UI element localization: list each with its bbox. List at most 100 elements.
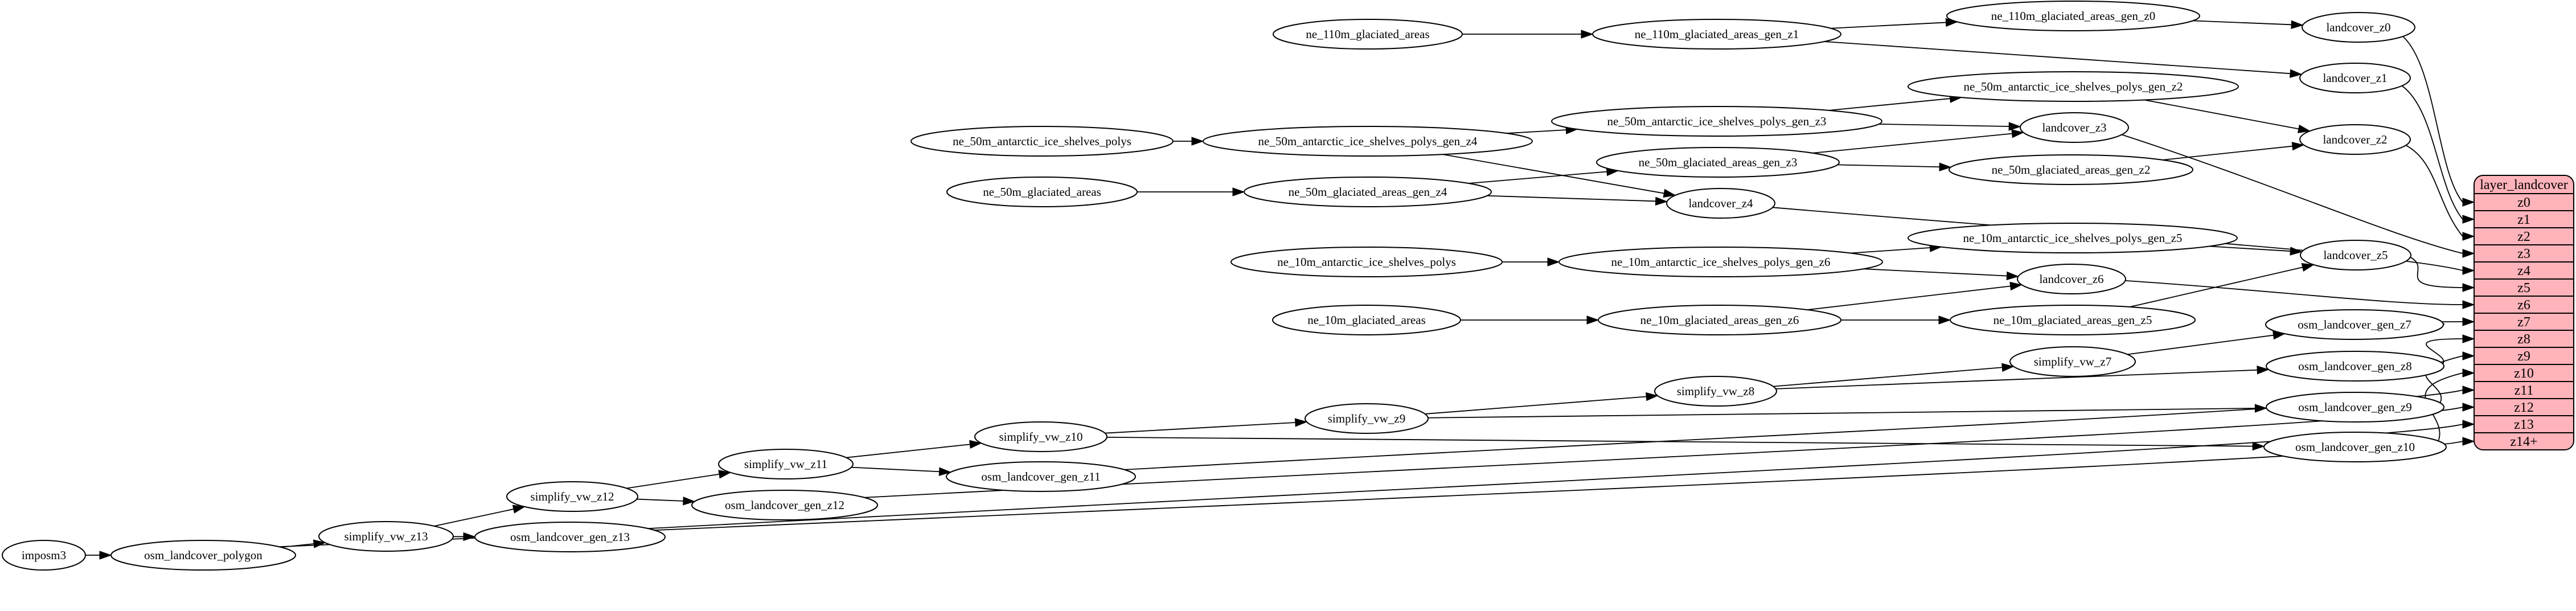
table-row-z12: z12	[2514, 400, 2534, 415]
node-ellipse-osm_landcover_gen_z8	[2266, 351, 2444, 382]
node-label-osm_landcover_gen_z11: osm_landcover_gen_z11	[981, 470, 1100, 483]
node-label-landcover_z3: landcover_z3	[2042, 121, 2106, 134]
edge-osm_landcover_gen_z8-to-layer-z8	[2426, 334, 2475, 364]
node-label-osm_landcover_gen_z13: osm_landcover_gen_z13	[510, 530, 630, 544]
edge-line	[1487, 195, 1656, 202]
node-osm_landcover_gen_z9: osm_landcover_gen_z9	[2266, 392, 2444, 423]
node-ellipse-ne_50m_antarctic_ice_shelves_polys	[910, 126, 1174, 157]
edge-line	[1812, 133, 2012, 154]
edge-ne_110m_glaciated_areas_gen_z1-to-ne_110m_glaciated_areas_gen_z0	[1831, 18, 1959, 29]
edge-line	[1878, 124, 2009, 127]
edge-simplify_vw_z10-to-simplify_vw_z9	[1105, 418, 1308, 434]
arrowhead	[2009, 281, 2023, 291]
node-landcover_z3: landcover_z3	[2020, 112, 2129, 143]
arrowhead	[2252, 441, 2265, 451]
arrowhead	[1547, 257, 1560, 266]
node-label-simplify_vw_z10: simplify_vw_z10	[999, 430, 1083, 444]
node-landcover_z6: landcover_z6	[2017, 264, 2126, 294]
node-simplify_vw_z7: simplify_vw_z7	[2009, 346, 2136, 377]
arrowhead	[2291, 142, 2305, 151]
node-landcover_z0: landcover_z0	[2302, 12, 2415, 43]
edge-line	[1428, 408, 2255, 419]
edge-simplify_vw_z12-to-osm_landcover_gen_z12	[637, 497, 696, 506]
node-ellipse-ne_110m_glaciated_areas	[1273, 19, 1463, 50]
node-ellipse-landcover_z2	[2299, 124, 2411, 155]
node-ellipse-ne_50m_glaciated_areas_gen_z3	[1596, 147, 1840, 178]
edge-line	[1863, 268, 2007, 277]
node-simplify_vw_z13: simplify_vw_z13	[318, 521, 454, 552]
node-ellipse-simplify_vw_z13	[318, 521, 454, 552]
node-ellipse-simplify_vw_z11	[718, 449, 854, 479]
edge-landcover_z2-to-layer-z2	[2405, 145, 2475, 241]
edge-ne_50m_glaciated_areas_gen_z3-to-landcover_z3	[1812, 129, 2025, 154]
edge-line	[2402, 36, 2463, 203]
arrowhead	[2290, 247, 2303, 256]
table-row-z7: z7	[2517, 315, 2530, 330]
edge-simplify_vw_z8-to-simplify_vw_z7	[1773, 363, 2015, 387]
node-ellipse-landcover_z0	[2302, 12, 2415, 43]
edge-line	[1837, 164, 1940, 168]
edge-line	[626, 473, 720, 489]
node-label-osm_landcover_gen_z7: osm_landcover_gen_z7	[2298, 318, 2411, 331]
edge-line	[2426, 338, 2463, 364]
node-ellipse-simplify_vw_z7	[2009, 346, 2136, 377]
node-ellipse-osm_landcover_gen_z10	[2263, 432, 2447, 462]
edge-simplify_vw_z13-to-osm_landcover_gen_z13	[453, 532, 476, 542]
arrowhead	[1191, 137, 1204, 146]
edge-line	[2127, 334, 2274, 355]
node-osm_landcover_gen_z12: osm_landcover_gen_z12	[691, 490, 878, 520]
node-ellipse-ne_50m_antarctic_ice_shelves_polys_gen_z3	[1551, 106, 1882, 137]
node-ellipse-osm_landcover_gen_z13	[474, 522, 666, 552]
node-ne_10m_antarctic_ice_shelves_polys: ne_10m_antarctic_ice_shelves_polys	[1230, 247, 1503, 277]
edge-ne_10m_antarctic_ice_shelves_polys_gen_z5-to-landcover_z5	[2209, 245, 2303, 256]
edge-ne_50m_antarctic_ice_shelves_polys_gen_z4-to-landcover_z4	[1442, 154, 1676, 198]
edge-line	[2125, 280, 2463, 305]
node-ne_10m_glaciated_areas_gen_z6: ne_10m_glaciated_areas_gen_z6	[1598, 305, 1841, 335]
edge-landcover_z0-to-layer-z0	[2402, 36, 2475, 207]
node-ne_50m_antarctic_ice_shelves_polys_gen_z4: ne_50m_antarctic_ice_shelves_polys_gen_z…	[1203, 126, 1533, 157]
node-ellipse-ne_10m_glaciated_areas_gen_z6	[1598, 305, 1841, 335]
edge-simplify_vw_z9-to-simplify_vw_z8	[1425, 392, 1659, 415]
arrowhead	[1938, 315, 1951, 325]
edge-line	[648, 424, 2463, 530]
node-ellipse-ne_10m_antarctic_ice_shelves_polys_gen_z5	[1908, 223, 2238, 253]
arrowhead	[2462, 420, 2475, 429]
edge-line	[1850, 247, 1930, 254]
edge-line	[1807, 285, 2011, 310]
edge-line	[2405, 145, 2463, 237]
node-ellipse-ne_50m_glaciated_areas_gen_z2	[1949, 154, 2193, 185]
node-label-ne_10m_glaciated_areas_gen_z5: ne_10m_glaciated_areas_gen_z5	[1993, 313, 2152, 327]
node-ne_50m_antarctic_ice_shelves_polys: ne_50m_antarctic_ice_shelves_polys	[910, 126, 1174, 157]
node-ellipse-landcover_z1	[2299, 63, 2411, 93]
arrowhead	[1586, 315, 1599, 325]
edge-simplify_vw_z13-to-simplify_vw_z12	[434, 505, 526, 527]
node-label-ne_10m_glaciated_areas_gen_z6: ne_10m_glaciated_areas_gen_z6	[1640, 313, 1799, 327]
node-ne_50m_antarctic_ice_shelves_polys_gen_z2: ne_50m_antarctic_ice_shelves_polys_gen_z…	[1908, 71, 2239, 102]
node-label-ne_50m_antarctic_ice_shelves_polys_gen_z2: ne_50m_antarctic_ice_shelves_polys_gen_z…	[1964, 80, 2183, 93]
edge-ne_110m_glaciated_areas_gen_z0-to-landcover_z0	[2193, 20, 2304, 29]
node-ellipse-osm_landcover_gen_z11	[946, 461, 1136, 492]
node-label-osm_landcover_gen_z10: osm_landcover_gen_z10	[2295, 440, 2415, 454]
edge-line	[1831, 22, 1946, 29]
node-label-landcover_z2: landcover_z2	[2323, 133, 2387, 146]
table-row-z9: z9	[2517, 349, 2530, 364]
node-ellipse-landcover_z3	[2020, 112, 2129, 143]
node-ellipse-ne_110m_glaciated_areas_gen_z1	[1592, 19, 1841, 50]
arrowhead	[683, 497, 696, 506]
edge-line	[2410, 256, 2463, 288]
arrowhead	[463, 532, 476, 542]
edge-ne_50m_antarctic_ice_shelves_polys_gen_z3-to-landcover_z3	[1878, 122, 2021, 131]
node-ellipse-osm_landcover_gen_z9	[2266, 392, 2444, 423]
edge-ne_10m_antarctic_ice_shelves_polys-to-ne_10m_antarctic_ice_shelves_polys_gen_z6	[1502, 257, 1560, 266]
edge-line	[2401, 85, 2463, 220]
arrowhead	[938, 467, 952, 476]
edge-ne_50m_glaciated_areas_gen_z4-to-landcover_z4	[1487, 195, 1668, 206]
edge-line	[1442, 154, 1664, 194]
edge-line	[1105, 422, 1295, 434]
arrowhead	[2001, 363, 2015, 372]
node-ne_50m_glaciated_areas_gen_z3: ne_50m_glaciated_areas_gen_z3	[1596, 147, 1840, 178]
node-ellipse-landcover_z4	[1666, 188, 1775, 219]
edges-layer	[85, 18, 2475, 560]
edge-line	[1506, 129, 1566, 134]
node-ne_50m_glaciated_areas: ne_50m_glaciated_areas	[946, 177, 1138, 207]
